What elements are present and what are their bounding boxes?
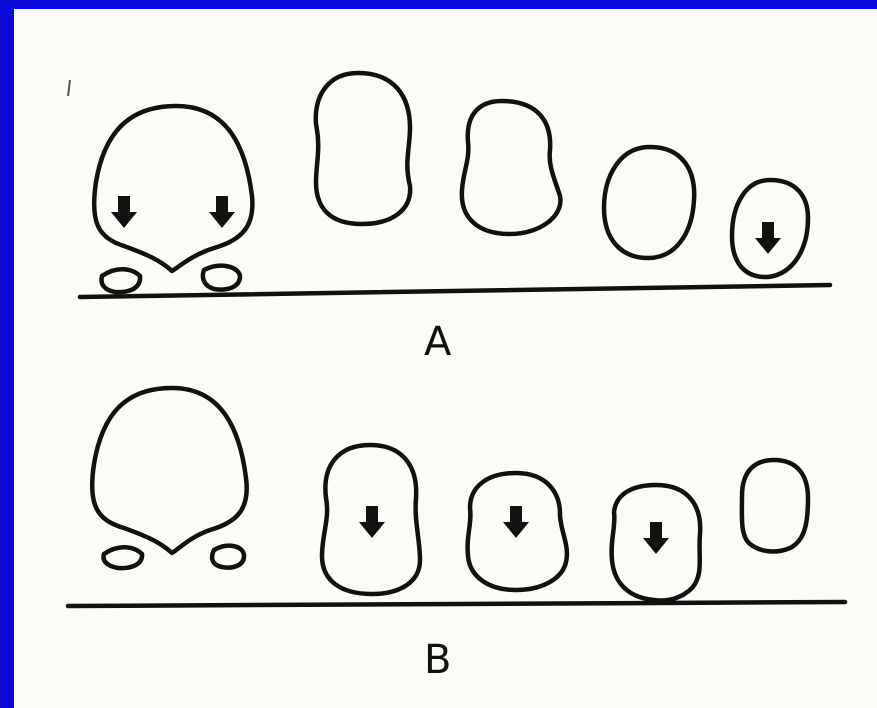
panel-a [80,73,830,297]
stray-mark [68,80,70,96]
down-arrow-icon [643,522,669,554]
sesamoid-lateral-b [212,546,244,568]
down-arrow-icon [111,196,137,228]
second-metatarsal-head-a [316,73,410,224]
panel-label-b: B [424,640,451,680]
sesamoid-medial-b [104,547,143,568]
down-arrow-icon [755,222,781,254]
ground-line-b [68,602,845,606]
first-metatarsal-head-b [92,388,247,553]
sesamoid-lateral-a [203,266,240,290]
panel-b [68,388,845,606]
ground-line-a [80,285,830,297]
fourth-metatarsal-head-a [604,147,694,258]
third-metatarsal-head-a [462,101,561,234]
first-metatarsal-head-a [94,106,252,271]
sesamoid-medial-a [102,269,141,292]
down-arrow-icon [359,506,385,538]
arrows-b [359,506,669,554]
down-arrow-icon [209,196,235,228]
panel-label-a: A [424,322,451,362]
down-arrow-icon [503,506,529,538]
fifth-metatarsal-head-b [742,460,808,551]
